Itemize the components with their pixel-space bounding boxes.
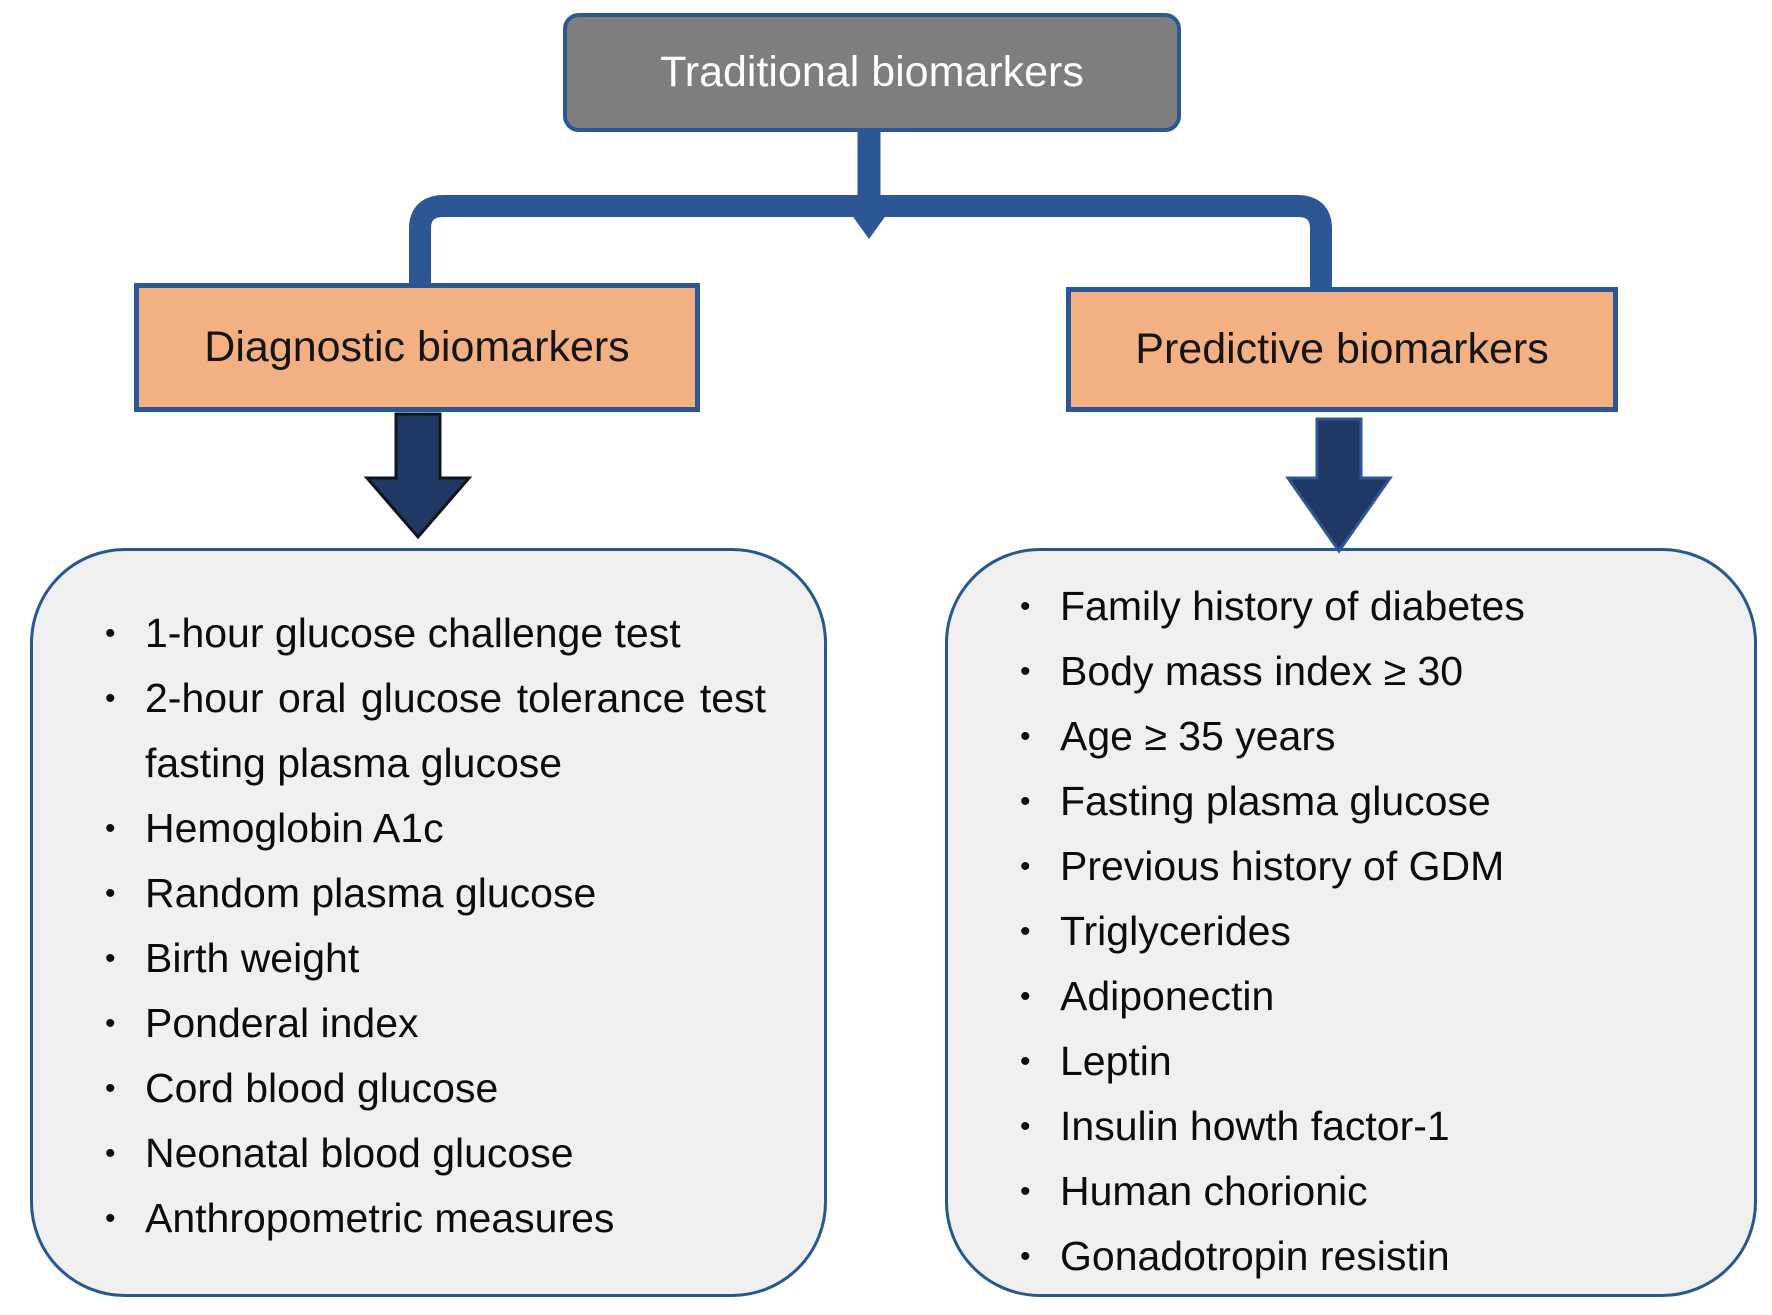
list-item: 2-hour oral glucose tolerance test fasti…	[99, 666, 766, 796]
tree-connector-bracket	[409, 195, 1332, 293]
list-item: Previous history of GDM	[1014, 834, 1716, 899]
list-item: Human chorionic	[1014, 1159, 1716, 1224]
list-item: Leptin	[1014, 1029, 1716, 1094]
down-arrow-left-icon	[363, 412, 473, 540]
list-item: Gonadotropin resistin	[1014, 1224, 1716, 1289]
list-item: Age ≥ 35 years	[1014, 704, 1716, 769]
list-item: Anthropometric measures	[99, 1186, 766, 1251]
diagnostic-node-label: Diagnostic biomarkers	[204, 323, 630, 371]
root-node-traditional-biomarkers: Traditional biomarkers	[563, 13, 1181, 132]
node-diagnostic-biomarkers: Diagnostic biomarkers	[134, 283, 700, 412]
diagnostic-list-panel: 1-hour glucose challenge test2-hour oral…	[30, 548, 827, 1297]
list-item: Cord blood glucose	[99, 1056, 766, 1121]
list-item: Birth weight	[99, 926, 766, 991]
root-node-label: Traditional biomarkers	[660, 48, 1084, 96]
predictive-node-label: Predictive biomarkers	[1135, 325, 1549, 373]
predictive-list-panel: Family history of diabetesBody mass inde…	[945, 548, 1757, 1297]
tree-connector-notch	[846, 207, 892, 239]
list-item: 1-hour glucose challenge test	[99, 601, 766, 666]
list-item: Neonatal blood glucose	[99, 1121, 766, 1186]
list-item: Hemoglobin A1c	[99, 796, 766, 861]
down-arrow-right-icon	[1285, 417, 1393, 554]
diagnostic-list: 1-hour glucose challenge test2-hour oral…	[33, 551, 824, 1251]
list-item: Triglycerides	[1014, 899, 1716, 964]
list-item: Fasting plasma glucose	[1014, 769, 1716, 834]
node-predictive-biomarkers: Predictive biomarkers	[1066, 287, 1618, 412]
list-item: Family history of diabetes	[1014, 574, 1716, 639]
list-item: Adiponectin	[1014, 964, 1716, 1029]
list-item: Ponderal index	[99, 991, 766, 1056]
list-item: Insulin howth factor-1	[1014, 1094, 1716, 1159]
list-item: Body mass index ≥ 30	[1014, 639, 1716, 704]
predictive-list: Family history of diabetesBody mass inde…	[948, 551, 1754, 1289]
list-item: Random plasma glucose	[99, 861, 766, 926]
